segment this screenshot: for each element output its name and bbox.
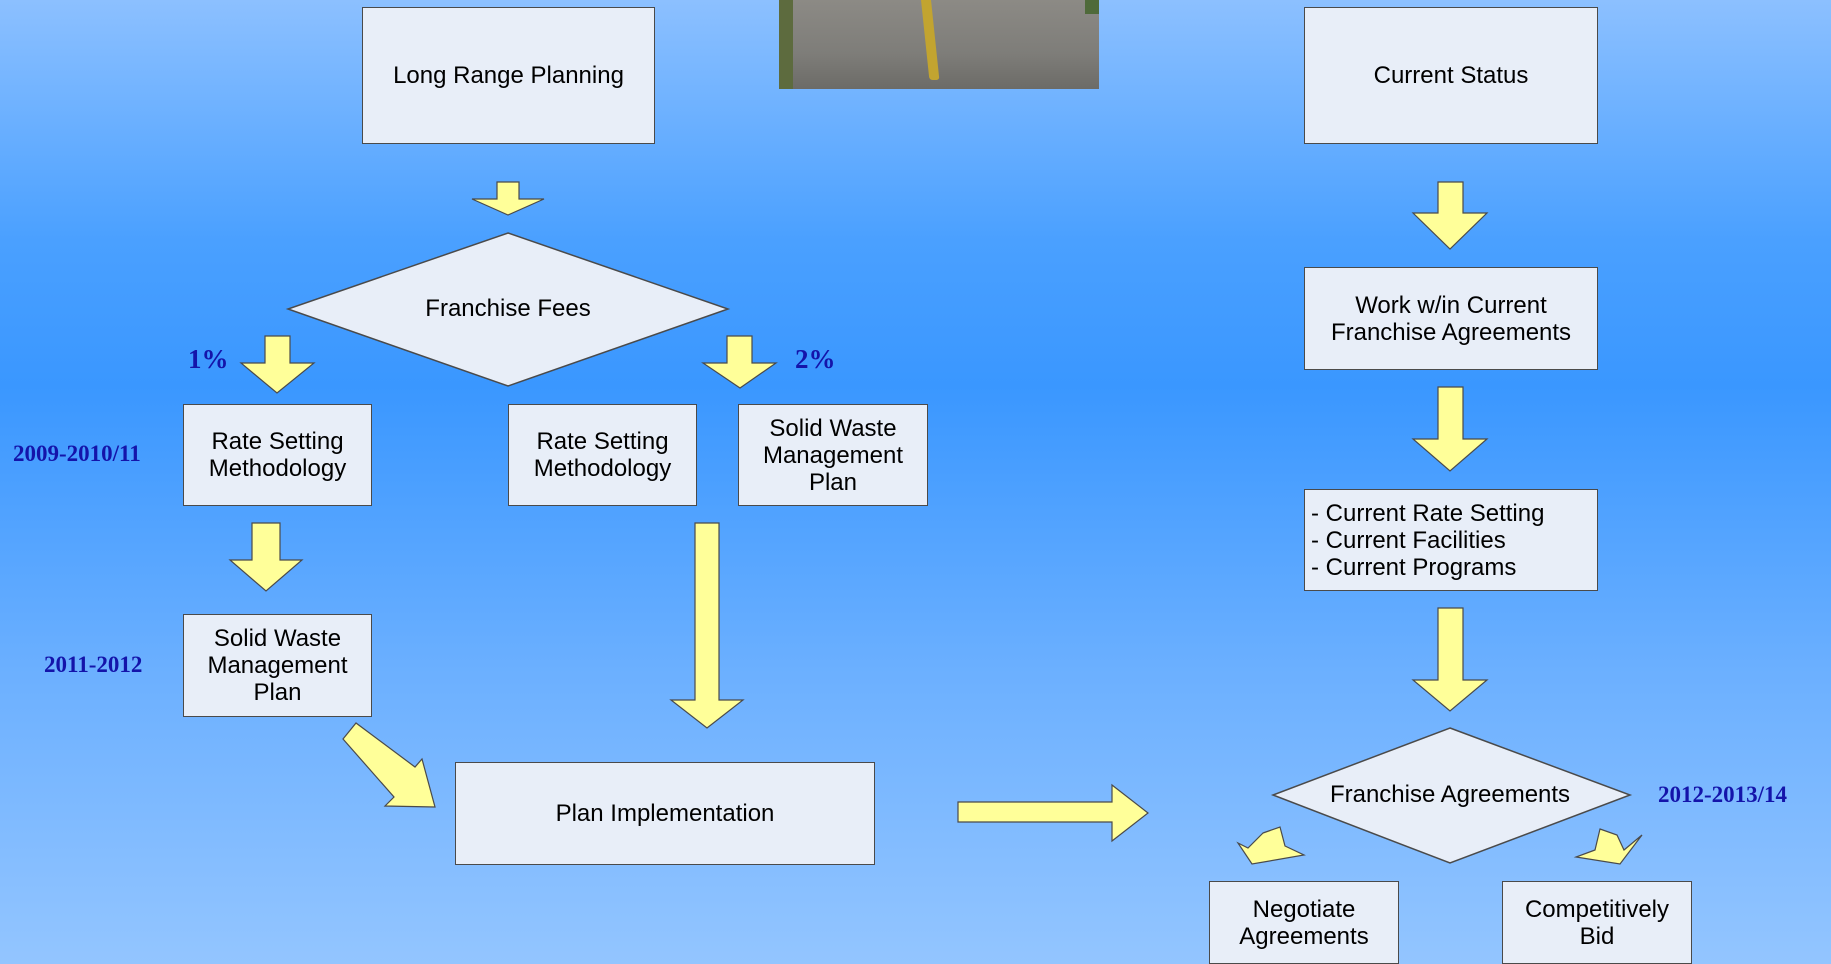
rate-setting-left-text: Rate Setting Methodology bbox=[208, 428, 347, 482]
arrow-diagonal-icon bbox=[1573, 828, 1643, 865]
competitive-text: Competitively Bid bbox=[1524, 896, 1670, 950]
arrow-down-icon bbox=[228, 522, 304, 592]
current-status-text: Current Status bbox=[1373, 62, 1529, 89]
competitive-box: Competitively Bid bbox=[1502, 881, 1692, 964]
rate-setting-left-box: Rate Setting Methodology bbox=[183, 404, 372, 506]
years-label-2012: 2012-2013/14 bbox=[1658, 782, 1788, 807]
work-within-text: Work w/in Current Franchise Agreements bbox=[1330, 291, 1572, 346]
arrow-down-icon bbox=[701, 335, 778, 389]
franchise-agreements-diamond bbox=[1270, 727, 1633, 864]
arrow-diagonal-icon bbox=[342, 722, 436, 808]
arrow-down-icon bbox=[471, 181, 545, 216]
negotiate-text: Negotiate Agreements bbox=[1239, 896, 1369, 950]
franchise-fees-diamond bbox=[285, 232, 731, 387]
plan-implementation-box: Plan Implementation bbox=[455, 762, 875, 865]
current-status-box: Current Status bbox=[1304, 7, 1598, 144]
plan-implementation-text: Plan Implementation bbox=[555, 800, 775, 827]
arrow-right-icon bbox=[957, 783, 1149, 843]
arrow-down-icon bbox=[239, 335, 316, 394]
arrow-down-icon bbox=[1411, 181, 1489, 250]
solid-waste-left-text: Solid Waste Management Plan bbox=[207, 625, 348, 706]
rate-setting-mid-box: Rate Setting Methodology bbox=[508, 404, 697, 506]
arrow-down-icon bbox=[1411, 386, 1489, 472]
franchise-fees-text: Franchise Fees bbox=[425, 295, 591, 322]
negotiate-box: Negotiate Agreements bbox=[1209, 881, 1399, 964]
long-range-planning-text: Long Range Planning bbox=[393, 62, 624, 89]
one-percent-label: 1% bbox=[188, 344, 229, 374]
rate-setting-mid-text: Rate Setting Methodology bbox=[533, 428, 672, 482]
years-label-2009: 2009-2010/11 bbox=[13, 441, 141, 466]
solid-waste-right-box: Solid Waste Management Plan bbox=[738, 404, 928, 506]
arrow-down-icon bbox=[1411, 607, 1489, 712]
two-percent-label: 2% bbox=[795, 344, 836, 374]
solid-waste-left-box: Solid Waste Management Plan bbox=[183, 614, 372, 717]
current-list-box: - Current Rate Setting - Current Facilit… bbox=[1304, 489, 1598, 591]
work-within-box: Work w/in Current Franchise Agreements bbox=[1304, 267, 1598, 370]
current-list-text: - Current Rate Setting - Current Facilit… bbox=[1311, 499, 1545, 581]
solid-waste-right-text: Solid Waste Management Plan bbox=[762, 414, 904, 496]
arrow-diagonal-icon bbox=[1236, 826, 1306, 865]
arrow-down-icon bbox=[669, 522, 745, 729]
years-label-2011: 2011-2012 bbox=[44, 652, 143, 677]
road-photo bbox=[779, 0, 1099, 89]
long-range-planning-box: Long Range Planning bbox=[362, 7, 655, 144]
franchise-agreements-text: Franchise Agreements bbox=[1329, 781, 1571, 808]
